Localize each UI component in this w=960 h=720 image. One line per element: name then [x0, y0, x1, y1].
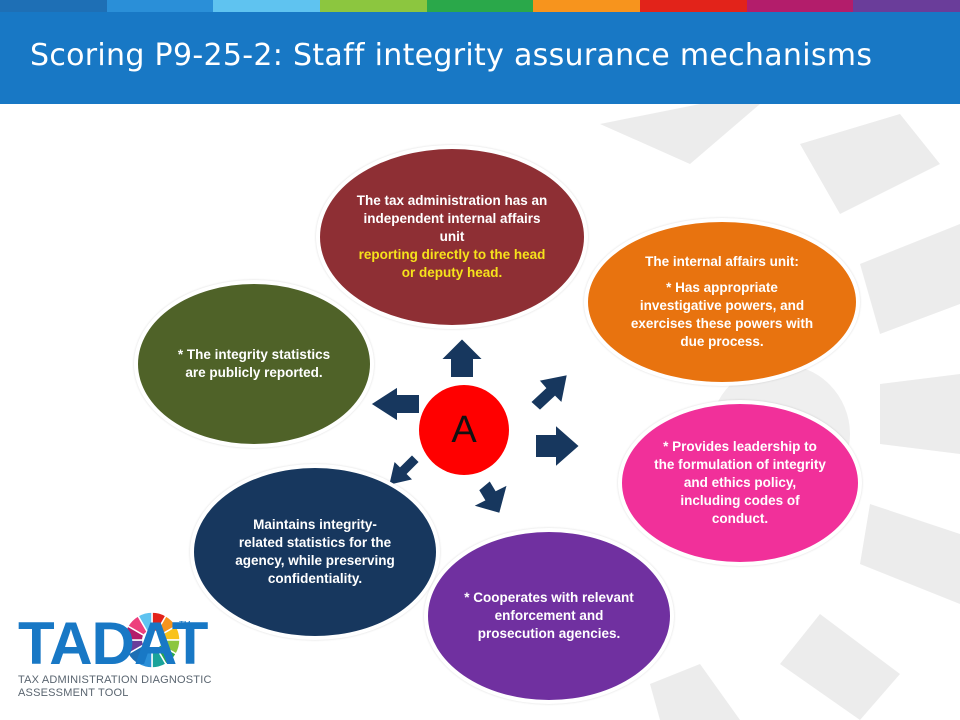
node-left-text: * The integrity statistics are publicly …	[177, 347, 331, 380]
arrow-up-icon	[437, 336, 487, 379]
strip-segment	[640, 0, 747, 12]
strip-segment	[320, 0, 427, 12]
center-circle: A	[419, 385, 509, 475]
slide-header: Scoring P9-25-2: Staff integrity assuran…	[0, 12, 960, 104]
node-top-text: The tax administration has an independen…	[356, 193, 548, 244]
color-strip	[0, 0, 960, 12]
node-right-bottom-text: * Provides leadership to the formulation…	[654, 439, 826, 526]
logo-color-wheel-icon	[123, 611, 181, 669]
node-leadership-policy: * Provides leadership to the formulation…	[618, 400, 862, 566]
logo-tagline: TAX ADMINISTRATION DIAGNOSTIC ASSESSMENT…	[18, 674, 212, 700]
strip-segment	[426, 0, 534, 12]
logo-wordmark: TADAT	[18, 610, 208, 677]
logo-trademark: TM	[179, 620, 191, 629]
center-label: A	[451, 408, 477, 451]
arrow-upper-right-icon	[528, 372, 570, 413]
strip-segment	[106, 0, 214, 12]
arrow-right-icon	[534, 421, 582, 471]
strip-segment	[213, 0, 321, 12]
arrow-lower-left-icon	[386, 452, 422, 488]
logo-tagline-line2: ASSESSMENT TOOL	[18, 687, 129, 699]
arrow-left-icon	[368, 384, 421, 424]
strip-segment	[746, 0, 854, 12]
strip-segment	[533, 0, 641, 12]
node-integrity-statistics: Maintains integrity-related statistics f…	[190, 464, 440, 640]
strip-segment	[853, 0, 960, 12]
node-right-top-text: * Has appropriate investigative powers, …	[630, 280, 814, 349]
node-independent-unit: The tax administration has an independen…	[316, 145, 588, 329]
strip-segment	[0, 0, 107, 12]
logo-tagline-line1: TAX ADMINISTRATION DIAGNOSTIC	[18, 674, 212, 686]
node-right-top-heading: The internal affairs unit:	[645, 254, 799, 269]
slide-title: Scoring P9-25-2: Staff integrity assuran…	[30, 38, 873, 73]
node-bottom-left-text: Maintains integrity-related statistics f…	[235, 517, 395, 586]
node-investigative-powers: The internal affairs unit: * Has appropr…	[584, 218, 860, 386]
node-publicly-reported: * The integrity statistics are publicly …	[134, 280, 374, 448]
node-cooperates-agencies: * Cooperates with relevant enforcement a…	[424, 528, 674, 704]
tadat-logo: TADAT TM TAX ADMINISTRATION DIAGNOSTIC A…	[14, 608, 214, 718]
node-top-highlight: reporting directly to the head or deputy…	[358, 247, 546, 280]
arrow-lower-right-icon	[469, 478, 510, 516]
node-bottom-text: * Cooperates with relevant enforcement a…	[464, 590, 634, 641]
